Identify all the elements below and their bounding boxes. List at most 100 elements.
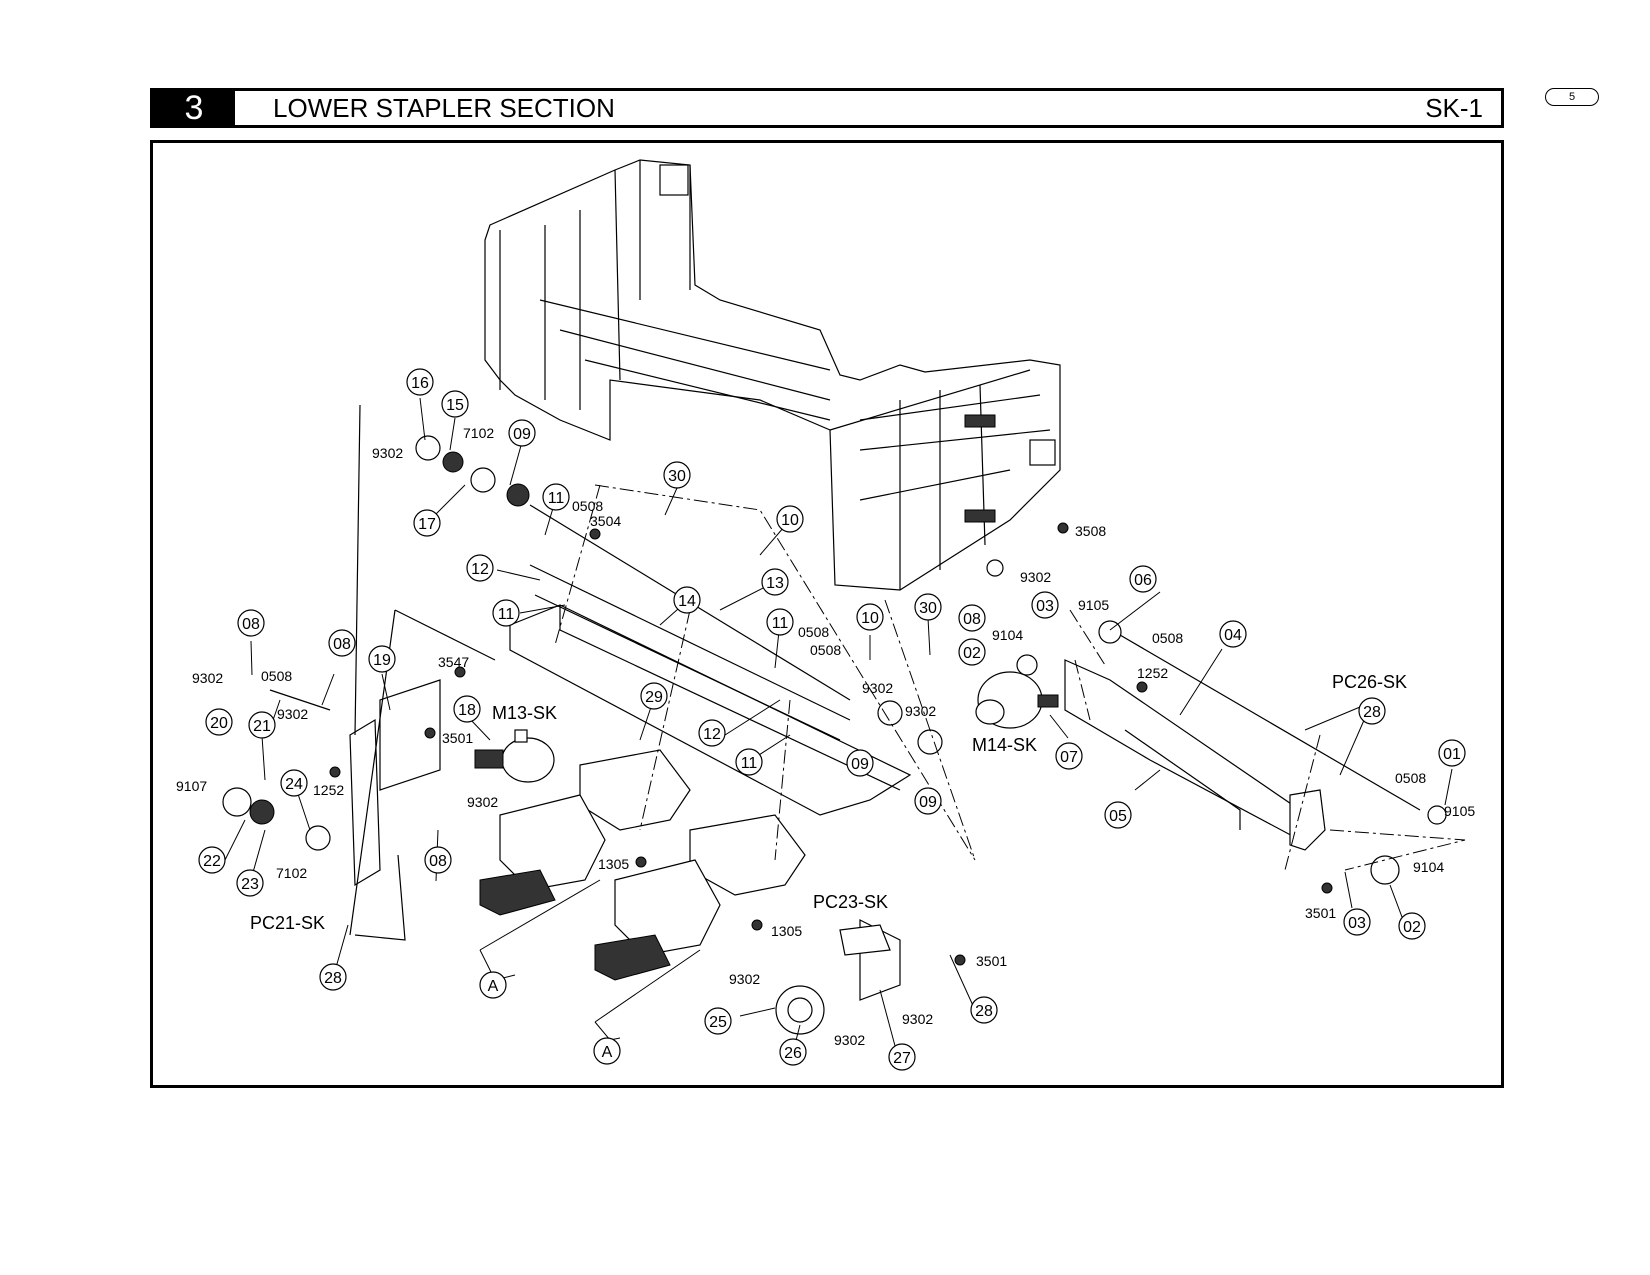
callout-08: 08 (237, 609, 265, 637)
callout-text: 09 (919, 794, 937, 811)
section-title: LOWER STAPLER SECTION (273, 92, 615, 123)
callout-24: 24 (280, 769, 308, 797)
callout-text: 20 (210, 715, 228, 732)
callout-text: 27 (893, 1050, 911, 1067)
callout-text: 01 (1443, 746, 1461, 763)
callout-28: 28 (1358, 697, 1386, 725)
callout-text: 24 (285, 776, 303, 793)
part-label: 1305 (771, 923, 802, 939)
callout-text: 11 (498, 606, 515, 623)
callout-11: 11 (492, 599, 520, 627)
callout-30: 30 (914, 593, 942, 621)
callout-text: 03 (1348, 915, 1366, 932)
callout-text: 08 (333, 636, 351, 653)
right-bracket (1064, 659, 1326, 851)
left-plate-assembly (349, 404, 496, 941)
part-label: 1305 (598, 856, 629, 872)
callout-text: 28 (975, 1003, 993, 1020)
callout-22: 22 (198, 846, 226, 874)
callout-text: 11 (772, 615, 789, 632)
callout-text: A (488, 978, 499, 995)
callout-text: 03 (1036, 598, 1054, 615)
callout-text: 30 (668, 468, 686, 485)
callout-19: 19 (368, 645, 396, 673)
callout-text: 14 (678, 593, 696, 610)
callout-text: 28 (1363, 704, 1381, 721)
callout-02: 02 (958, 638, 986, 666)
part-label: 3504 (590, 513, 621, 529)
part-label: 9302 (1020, 569, 1051, 585)
callout-09: 09 (508, 419, 536, 447)
callout-text: 29 (645, 689, 663, 706)
callout-29: 29 (640, 682, 668, 710)
callout-03: 03 (1343, 908, 1371, 936)
callout-text: 26 (784, 1045, 802, 1062)
callout-text: 12 (703, 726, 721, 743)
callout-25: 25 (704, 1007, 732, 1035)
callout-layer: 01 02 02 03 03 04 05 06 07 08 08 08 08 0… (176, 368, 1475, 1071)
stapler-unit-right (594, 814, 806, 981)
part-label: 9105 (1444, 803, 1475, 819)
part-label: 3501 (1305, 905, 1336, 921)
part-label: 1252 (313, 782, 344, 798)
callout-text: 08 (429, 853, 447, 870)
part-label: 0508 (1152, 630, 1183, 646)
section-header: 3 LOWER STAPLER SECTION SK-1 (150, 88, 1504, 128)
callout-10: 10 (776, 505, 804, 533)
fasteners (329, 522, 1333, 966)
callout-12: 12 (466, 554, 494, 582)
part-label: 9107 (176, 778, 207, 794)
callout-03: 03 (1031, 591, 1059, 619)
callout-text: 13 (766, 575, 784, 592)
callout-text: 10 (781, 512, 799, 529)
section-number: 3 (153, 89, 235, 127)
callout-28: 28 (970, 996, 998, 1024)
part-label: 1252 (1137, 665, 1168, 681)
callout-26: 26 (779, 1038, 807, 1066)
section-code: SK-1 (1425, 92, 1483, 123)
callout-text: 02 (1403, 919, 1421, 936)
callout-text: 28 (324, 970, 342, 987)
callout-text: 09 (851, 756, 869, 773)
callout-text: 12 (471, 561, 489, 578)
callout-text: 04 (1224, 627, 1242, 644)
part-label: 3547 (438, 654, 469, 670)
callout-09: 09 (914, 787, 942, 815)
callout-text: 06 (1134, 572, 1152, 589)
part-label: 3508 (1075, 523, 1106, 539)
callout-04: 04 (1219, 620, 1247, 648)
callout-text: 25 (709, 1014, 727, 1031)
callout-20: 20 (205, 708, 233, 736)
page-number-badge: 5 (1545, 88, 1599, 106)
callout-07: 07 (1055, 742, 1083, 770)
callout-28: 28 (319, 963, 347, 991)
callout-text: 07 (1060, 749, 1078, 766)
part-label: 9302 (467, 794, 498, 810)
callout-text: 11 (548, 490, 565, 507)
gears (222, 435, 1447, 1035)
part-label: 0508 (1395, 770, 1426, 786)
callout-11: 11 (766, 608, 794, 636)
callout-17: 17 (413, 509, 441, 537)
callout-05: 05 (1104, 801, 1132, 829)
callout-11: 11 (542, 483, 570, 511)
part-label: 9104 (992, 627, 1023, 643)
callout-text: 05 (1109, 808, 1127, 825)
sensor-label: M14-SK (972, 735, 1037, 755)
part-label: 9302 (729, 971, 760, 987)
callout-15: 15 (441, 390, 469, 418)
part-label: 9302 (372, 445, 403, 461)
part-label: 9302 (834, 1032, 865, 1048)
pc23-bracket (839, 919, 901, 1001)
part-label: 9104 (1413, 859, 1444, 875)
part-label: 9105 (1078, 597, 1109, 613)
callout-text: 16 (411, 375, 429, 392)
callout-11: 11 (735, 748, 763, 776)
callout-text: 23 (241, 876, 259, 893)
callout-08: 08 (424, 846, 452, 874)
callout-text: A (602, 1044, 613, 1061)
callout-23: 23 (236, 869, 264, 897)
callout-12: 12 (698, 719, 726, 747)
motor-m14 (975, 671, 1059, 729)
